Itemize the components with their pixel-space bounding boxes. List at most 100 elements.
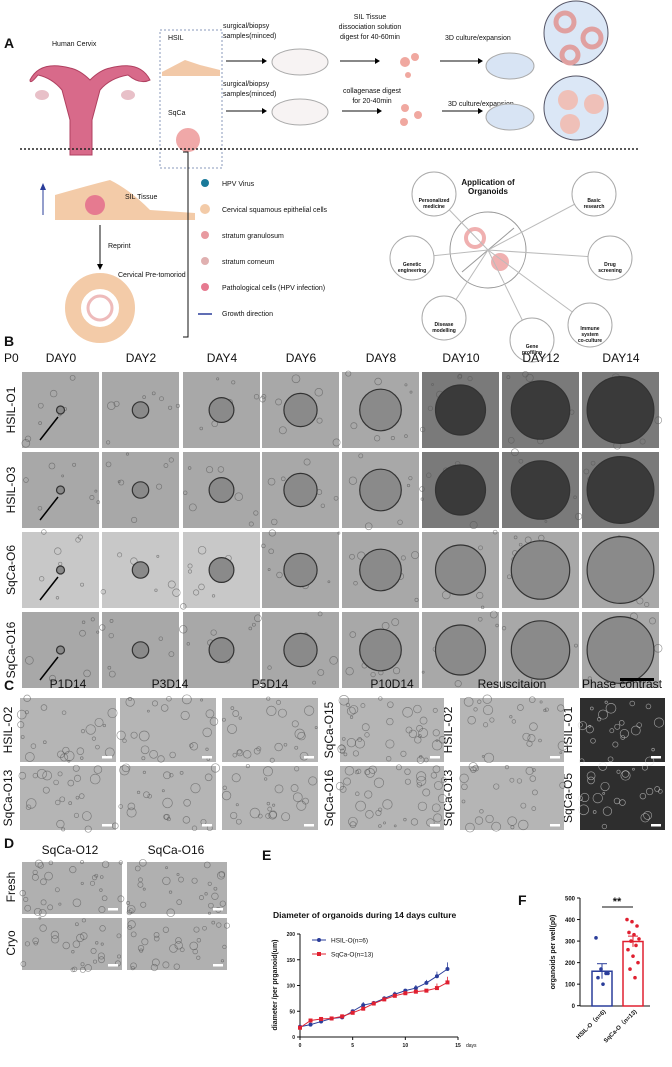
cell [58,902,62,906]
application-label: Immune [580,326,599,332]
cell [365,810,374,819]
image-background [580,766,665,830]
cell [230,811,238,820]
cell [151,958,160,967]
cell [504,765,510,770]
cell [639,792,647,800]
organoid [359,548,402,592]
cell [84,825,92,833]
cell [169,751,176,759]
cell [219,900,226,907]
cell [176,899,183,905]
cell [320,503,326,508]
micrograph-image [20,916,122,973]
cell [417,734,422,738]
cell [69,374,76,381]
cell [613,797,621,805]
sqca-workflow: surgical/biopsy samples(minced) collagen… [223,75,609,141]
cell [235,803,239,807]
cell [409,390,413,394]
cell [404,778,411,785]
organoid [283,472,318,508]
cell [489,610,498,619]
micrograph-image [342,452,419,531]
cell [592,810,597,814]
cell [414,597,419,602]
cell [92,959,98,964]
cell [163,463,169,468]
cell [211,920,216,925]
organoid [359,628,402,672]
cell [24,435,32,442]
cell [378,824,382,828]
cell [98,906,106,914]
cell [481,754,485,758]
cell [370,671,376,678]
application-circle [587,235,633,281]
cell [76,747,85,755]
cell [163,814,169,820]
cell [47,904,54,911]
cell [604,700,608,704]
cell [249,807,261,819]
cell [343,777,352,786]
cell [55,596,60,600]
data-point [392,993,397,998]
cell [378,807,383,812]
cell [266,705,277,716]
cell [138,730,150,742]
cell [539,700,543,704]
cell [283,742,288,747]
cell [417,801,428,811]
cell [465,822,475,833]
cell [179,947,185,953]
cell [243,750,252,759]
uterus-illustration [29,65,151,156]
cell [532,768,536,772]
cell [532,789,538,796]
legend-label: HSIL-O(n=6) [331,938,368,945]
cell [590,460,596,466]
cell [162,961,170,969]
application-label: engineering [398,268,426,274]
hsil-step2-line3: digest for 40-60min [340,34,400,41]
cell [343,752,348,757]
micrograph-image [582,532,659,608]
cell [117,480,121,484]
cell [254,614,262,623]
cell [72,966,78,972]
application-label: research [584,204,605,210]
cell [48,462,56,470]
cell [314,388,323,397]
micrograph-image [582,452,659,528]
cell [477,699,482,704]
cell [651,747,655,752]
cell [57,771,63,777]
cell [187,569,193,574]
cell [520,802,527,809]
cell [199,426,203,431]
row-label: SqCa-O16 [4,621,18,678]
cell [485,814,494,824]
cell [122,738,127,743]
micrograph-image [18,764,119,833]
cell [60,753,69,762]
cell [257,813,263,819]
cell [169,773,174,778]
cell [419,716,428,725]
cell [291,374,301,384]
cell [483,752,495,764]
scale-bar [202,756,212,759]
cell [620,770,631,781]
cell [80,860,84,864]
y-tick-label: 200 [287,932,296,938]
cell [94,717,104,727]
cell [37,505,43,511]
cell [198,895,204,901]
cell [140,745,150,755]
cell [640,813,650,823]
cell [601,823,608,830]
cell [125,452,129,456]
application-label: Gene [526,344,539,350]
